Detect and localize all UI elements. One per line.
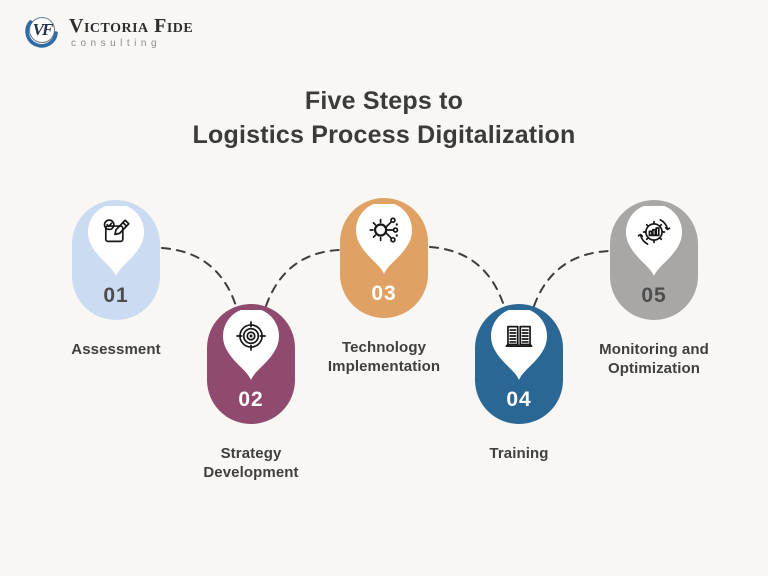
connector-4-5 <box>533 250 610 307</box>
page-title-line2: Logistics Process Digitalization <box>192 121 576 149</box>
logo-crescent-icon <box>25 17 58 48</box>
step-training: 04 Training <box>444 304 594 463</box>
brand-logo: VF Victoria Fide consulting <box>22 12 193 52</box>
step-strategy-development: 02 Strategy Development <box>176 304 326 482</box>
location-pin-shape <box>356 204 412 274</box>
checklist-pencil-icon <box>99 215 133 249</box>
connector-1-2 <box>161 247 237 307</box>
step-number: 02 <box>238 388 264 411</box>
step-label: Assessment <box>71 341 161 358</box>
step-4-pill: 04 <box>475 304 563 424</box>
brand-monogram-icon: VF <box>22 12 62 52</box>
page-title-line1: Five Steps to <box>304 87 464 115</box>
gear-network-icon <box>367 213 401 247</box>
brand-tagline: consulting <box>71 37 162 49</box>
step-assessment: 01 Assessment <box>41 200 191 359</box>
step-3-pill: 03 <box>340 198 428 318</box>
brand-name: Victoria Fide <box>69 14 194 37</box>
gear-chart-icon <box>637 215 671 249</box>
step-label: Technology Implementation <box>327 339 441 375</box>
step-label: Training <box>489 445 549 462</box>
target-icon <box>234 319 268 353</box>
connector-3-4 <box>429 246 505 307</box>
step-5-pill: 05 <box>610 200 698 320</box>
step-2-pill: 02 <box>207 304 295 424</box>
page-title: Five Steps to Logistics Process Digitali… <box>0 84 768 152</box>
connector-2-3 <box>265 249 340 307</box>
step-monitoring-optimization: 05 Monitoring and Optimization <box>579 200 729 378</box>
brand-text: Victoria Fide consulting <box>69 16 193 49</box>
step-label: Strategy Development <box>203 445 299 481</box>
step-label: Monitoring and Optimization <box>599 341 709 377</box>
step-number: 01 <box>103 284 129 307</box>
step-1-pill: 01 <box>72 200 160 320</box>
open-book-icon <box>502 319 536 353</box>
step-technology-implementation: 03 Technology Implementation <box>309 198 459 376</box>
step-number: 05 <box>641 284 667 307</box>
step-number: 04 <box>506 388 532 411</box>
brand-monogram-letters: VF <box>32 20 54 39</box>
step-number: 03 <box>371 282 397 305</box>
